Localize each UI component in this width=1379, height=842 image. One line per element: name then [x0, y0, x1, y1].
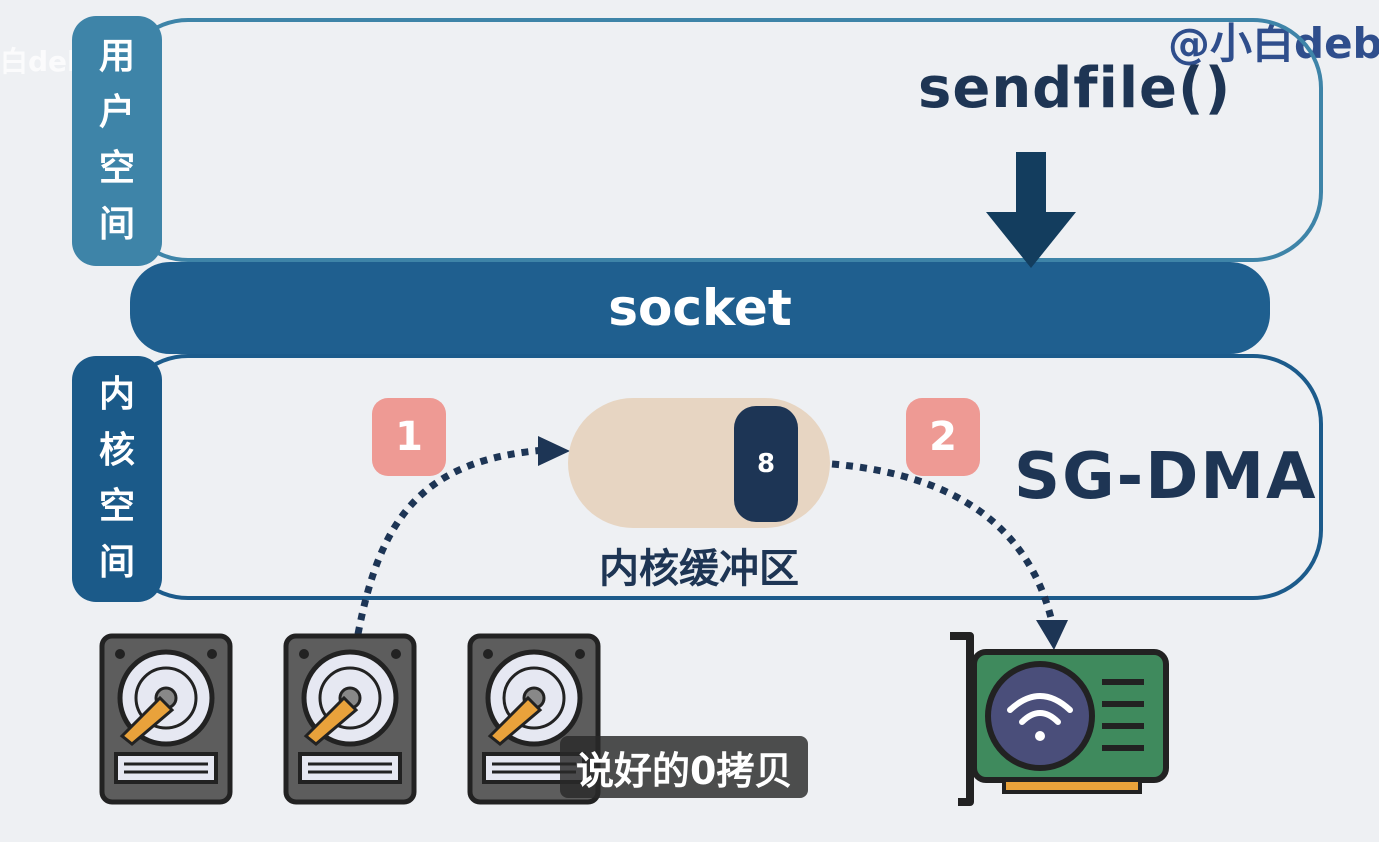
kernel-space-char: 空	[98, 486, 135, 527]
kernel-space-tab: 内 核 空 间	[72, 356, 162, 602]
user-space-tab: 用 户 空 间	[72, 16, 162, 266]
user-space-char: 户	[98, 92, 135, 133]
sendfile-label: sendfile()	[918, 56, 1232, 121]
socket-bar: socket	[130, 262, 1270, 354]
dma-arrow-1	[354, 436, 570, 635]
kernel-space-char: 内	[98, 374, 135, 415]
step-badge-2: 2	[906, 398, 980, 476]
user-space-char: 间	[98, 204, 135, 245]
network-card-icon	[950, 632, 1169, 806]
socket-label: socket	[608, 279, 792, 337]
kernel-space-char: 核	[98, 430, 135, 471]
down-arrow-icon	[986, 152, 1076, 268]
kernel-space-char: 间	[98, 542, 135, 583]
video-subtitle: 说好的0拷贝	[560, 736, 809, 798]
user-space-char: 用	[98, 36, 135, 77]
user-space-char: 空	[98, 148, 135, 189]
kernel-buffer-label: 内核缓冲区	[599, 546, 799, 592]
step-badge-1: 1	[372, 398, 446, 476]
hard-disk-icon	[283, 633, 417, 805]
dma-arrow-2	[831, 460, 1068, 650]
sg-dma-label: SG-DMA	[1014, 440, 1318, 514]
hard-disk-icon	[99, 633, 233, 805]
buffer-data-block: 8	[734, 406, 798, 522]
subtitle-text: 说好的0拷贝	[576, 748, 793, 793]
